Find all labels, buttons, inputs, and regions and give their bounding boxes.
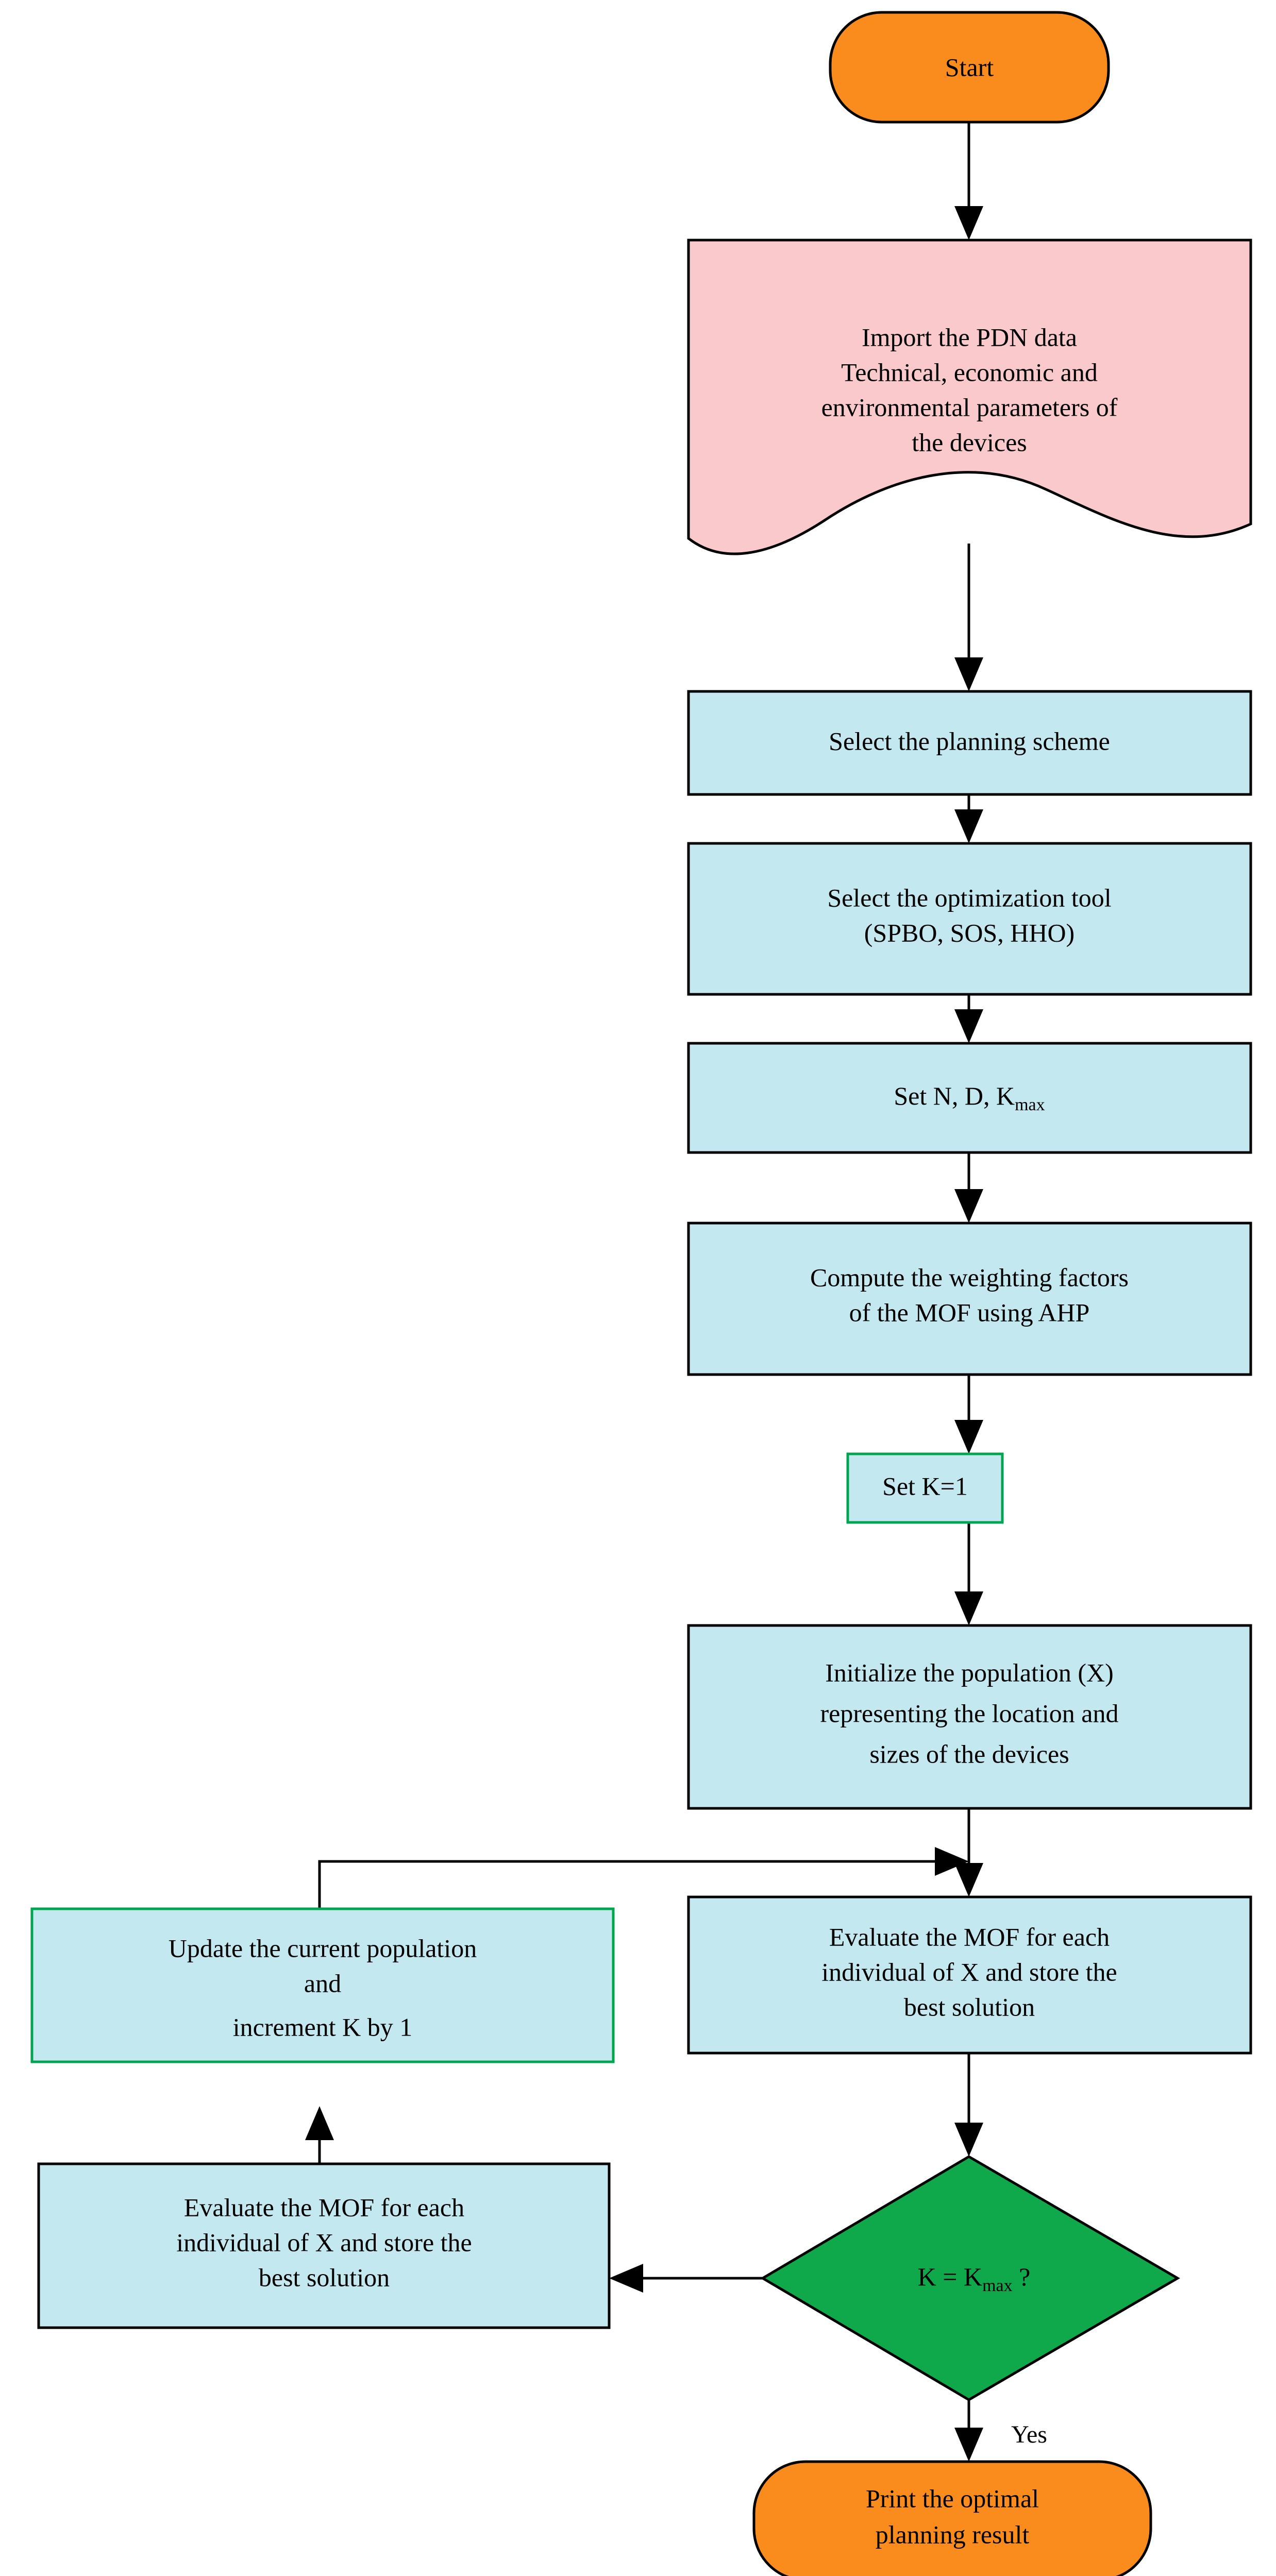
select-optimization-tool-shape [687, 842, 1252, 996]
initialize-population-line-2: representing the location and [820, 1699, 1119, 1727]
connector-ahp-to-setk [954, 1375, 983, 1454]
decision-k-kmax-label: K = Kmax ? [918, 2262, 1031, 2295]
decision-suffix: ? [1013, 2262, 1031, 2291]
set-k-1-shape [846, 1452, 1004, 1524]
initialize-population-shape [687, 1624, 1252, 1810]
connector-init-to-evaluate-right [954, 1808, 983, 1897]
connector-evaluate-to-decision [954, 2053, 983, 2157]
print-result-shape [752, 2460, 1152, 2576]
evaluate-mof-left-line-3: best solution [259, 2263, 390, 2292]
start-label: Start [945, 53, 994, 81]
decision-k-kmax-shape [760, 2155, 1180, 2401]
select-optimization-tool-line-1: Select the optimization tool [827, 883, 1111, 912]
set-parameters-shape [687, 1042, 1252, 1154]
node-select-planning-scheme[interactable]: Select the planning scheme [687, 690, 1252, 796]
update-population-line-2: and [304, 1969, 341, 1997]
edge-label-yes: Yes [1011, 2421, 1047, 2448]
print-result-line-2: planning result [876, 2520, 1030, 2549]
node-set-k-1[interactable]: Set K=1 [846, 1452, 1004, 1524]
connector-evaluate-left-to-update [305, 2106, 334, 2164]
connector-setk-to-init [954, 1522, 983, 1625]
decision-subscript: max [982, 2276, 1013, 2295]
evaluate-mof-right-shape [687, 1895, 1252, 2055]
node-print-result[interactable]: Print the optimal planning result [752, 2460, 1152, 2576]
update-population-line-3: increment K by 1 [233, 2012, 413, 2041]
set-parameters-subscript: max [1015, 1095, 1045, 1114]
connector-params-to-ahp [954, 1153, 983, 1223]
evaluate-mof-right-line-2: individual of X and store the [821, 1957, 1117, 1986]
update-population-shape [30, 1907, 615, 2063]
compute-weighting-factors-line-1: Compute the weighting factors [810, 1263, 1129, 1292]
connector-scheme-to-tool [954, 794, 983, 843]
evaluate-mof-left-line-2: individual of X and store the [176, 2228, 472, 2257]
print-result-line-1: Print the optimal [866, 2484, 1039, 2513]
connector-decision-to-print [954, 2400, 983, 2462]
evaluate-mof-left-line-1: Evaluate the MOF for each [184, 2193, 464, 2222]
node-evaluate-mof-right[interactable]: Evaluate the MOF for each individual of … [687, 1895, 1252, 2055]
node-decision-k-kmax[interactable]: K = Kmax ? [760, 2155, 1180, 2401]
import-data-line-4: the devices [912, 428, 1027, 456]
node-initialize-population[interactable]: Initialize the population (X) representi… [687, 1624, 1252, 1810]
node-evaluate-mof-left[interactable]: Evaluate the MOF for each individual of … [37, 2162, 611, 2329]
set-parameters-label: Set N, D, Kmax [894, 1081, 1045, 1114]
import-data-line-2: Technical, economic and [841, 358, 1098, 386]
compute-weighting-factors-shape [687, 1222, 1252, 1376]
update-population-line-1: Update the current population [169, 1934, 477, 1962]
connector-tool-to-params [954, 994, 983, 1043]
start-shape [829, 11, 1110, 124]
select-optimization-tool-line-2: (SPBO, SOS, HHO) [864, 918, 1074, 947]
evaluate-mof-right-line-3: best solution [904, 1992, 1035, 2021]
connector-decision-to-evaluate-left [609, 2264, 763, 2293]
node-import-data[interactable]: Import the PDN data Technical, economic … [689, 240, 1251, 554]
connector-loopback-to-evaluate [318, 1847, 969, 1909]
connector-import-to-scheme [954, 544, 983, 691]
import-data-line-3: environmental parameters of [821, 393, 1118, 421]
select-planning-scheme-shape [687, 690, 1252, 796]
node-start[interactable]: Start [829, 11, 1110, 124]
node-set-parameters[interactable]: Set N, D, Kmax [687, 1042, 1252, 1154]
evaluate-mof-right-line-1: Evaluate the MOF for each [829, 1922, 1110, 1951]
decision-prefix: K = K [918, 2262, 982, 2291]
set-k-1-label: Set K=1 [882, 1471, 968, 1500]
set-parameters-prefix: Set N, D, K [894, 1081, 1015, 1110]
import-data-line-1: Import the PDN data [862, 323, 1077, 351]
select-planning-scheme-label: Select the planning scheme [829, 726, 1110, 755]
initialize-population-line-3: sizes of the devices [869, 1739, 1069, 1768]
compute-weighting-factors-line-2: of the MOF using AHP [849, 1298, 1090, 1327]
connector-start-to-import [954, 122, 983, 240]
initialize-population-line-1: Initialize the population (X) [825, 1658, 1114, 1687]
node-select-optimization-tool[interactable]: Select the optimization tool (SPBO, SOS,… [687, 842, 1252, 996]
node-update-population[interactable]: Update the current population and increm… [30, 1907, 615, 2063]
evaluate-mof-left-shape [37, 2162, 611, 2329]
node-compute-weighting-factors[interactable]: Compute the weighting factors of the MOF… [687, 1222, 1252, 1376]
